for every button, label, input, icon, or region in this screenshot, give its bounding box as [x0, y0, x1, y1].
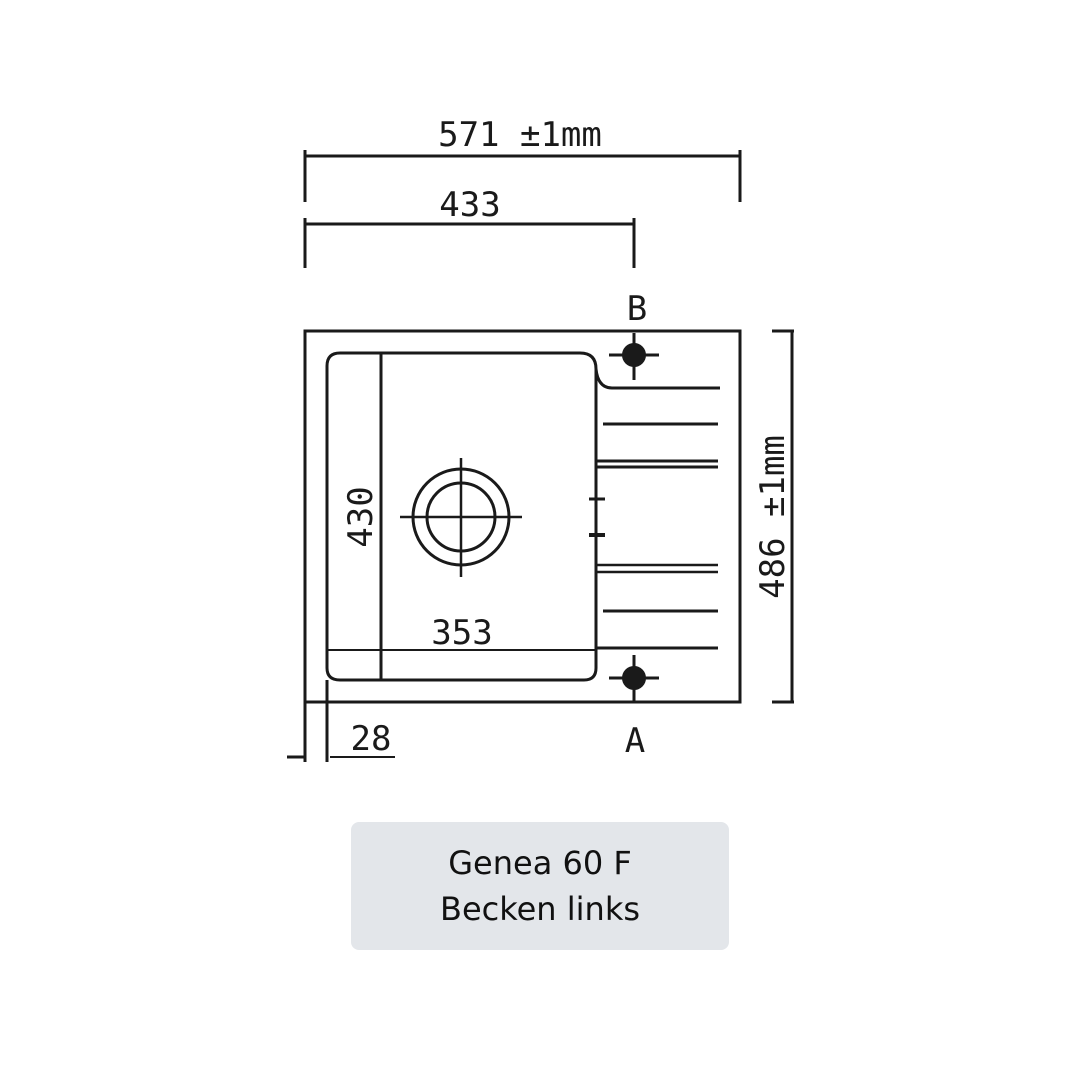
dimension-tap-hole-offset: 433 — [303, 185, 636, 268]
drainer-edge — [594, 368, 720, 390]
bowl-outline — [325, 351, 598, 682]
dimension-overall-depth: 486 ±1mm — [753, 329, 794, 704]
drain-waste-icon — [400, 458, 522, 577]
dimension-label-overall-width: 571 ±1mm — [438, 115, 602, 155]
sink-outline — [303, 329, 742, 704]
dimension-bowl-width: 353 — [327, 613, 596, 653]
marker-a-label: A — [625, 721, 645, 761]
dimension-overall-width: 571 ±1mm — [303, 115, 742, 202]
dimension-edge-offset: 28 — [287, 680, 395, 762]
dimension-label-bowl-width: 353 — [431, 613, 492, 653]
marker-b-label: B — [627, 289, 647, 329]
product-variant: Becken links — [439, 890, 641, 928]
dimension-label-edge-offset: 28 — [351, 719, 392, 759]
product-name: Genea 60 F — [448, 844, 632, 882]
product-caption: Genea 60 F Becken links — [351, 822, 729, 950]
dimension-label-bowl-depth: 430 — [341, 486, 381, 547]
dimension-label-tap-hole-offset: 433 — [439, 185, 500, 225]
tap-hole-b-icon — [609, 333, 659, 380]
dimension-label-overall-depth: 486 ±1mm — [753, 435, 793, 599]
drainer-grooves — [589, 422, 718, 650]
tap-hole-a-icon — [609, 655, 659, 702]
